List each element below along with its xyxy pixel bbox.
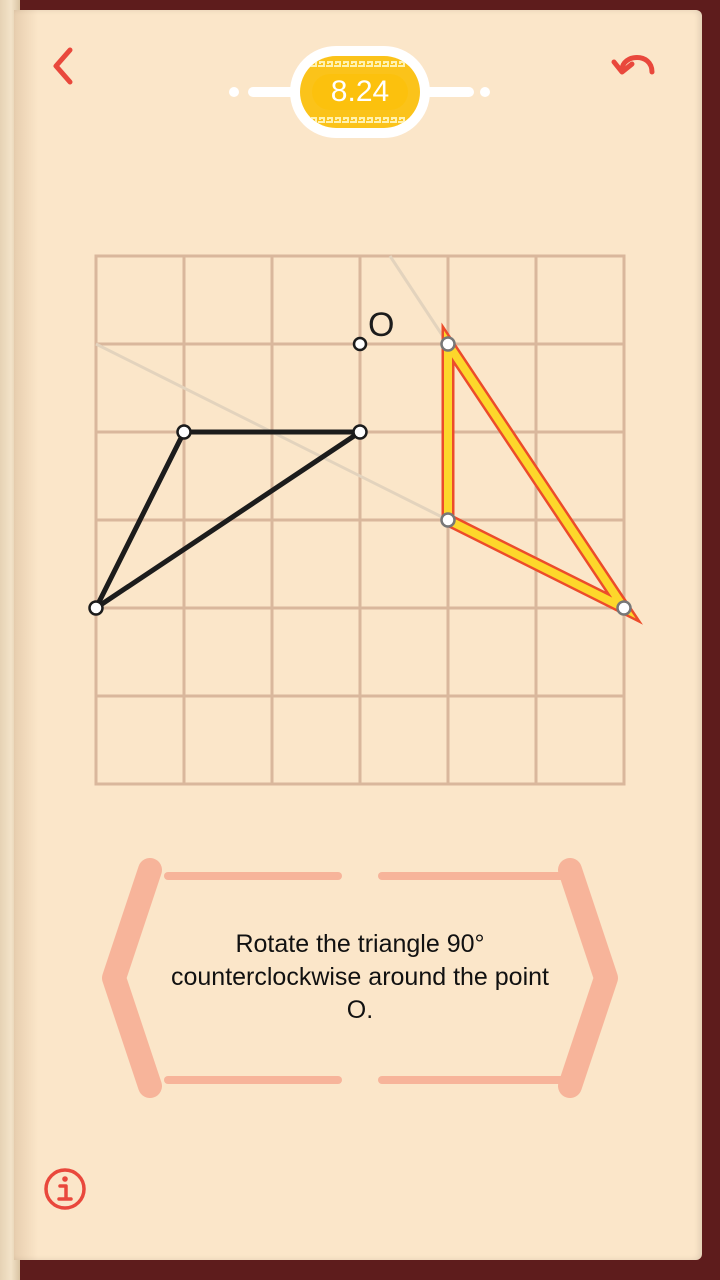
vertex-handle[interactable] <box>440 512 456 528</box>
level-badge-core <box>312 74 408 110</box>
chevron-left-icon <box>53 47 73 85</box>
level-dot-left <box>229 87 239 97</box>
instruction-panel <box>100 856 620 1100</box>
original-edge-diagonal <box>93 429 363 611</box>
vertex-handles[interactable] <box>88 336 632 616</box>
level-indicator: 8.24 <box>226 44 496 140</box>
rotation-center-point <box>352 336 368 352</box>
level-dot-right <box>480 87 490 97</box>
grid <box>94 254 626 786</box>
info-icon <box>44 1168 86 1210</box>
level-badge-plate: 8.24 <box>300 56 420 128</box>
original-triangle[interactable] <box>93 429 363 611</box>
vertex-handle[interactable] <box>352 424 368 440</box>
rotated-triangle-fill <box>444 330 636 619</box>
info-button[interactable] <box>42 1166 88 1212</box>
level-line-right <box>402 87 474 97</box>
vertex-handle[interactable] <box>88 600 104 616</box>
vertex-handle[interactable] <box>616 600 632 616</box>
instruction-frame <box>102 858 618 1098</box>
vertex-handle[interactable] <box>176 424 192 440</box>
level-label: 8.24 <box>330 75 390 108</box>
instruction-text: Rotate the triangle 90° counterclockwise… <box>170 930 549 1024</box>
undo-icon <box>611 55 655 75</box>
guide-line-top <box>388 255 450 345</box>
rotation-center-label: O <box>368 306 394 344</box>
undo-button[interactable] <box>608 44 660 88</box>
rotated-triangle[interactable] <box>441 322 643 625</box>
page-fold-shadow <box>14 10 38 1260</box>
back-button[interactable] <box>44 44 88 88</box>
vertex-handle[interactable] <box>440 336 456 352</box>
original-edge-left <box>93 429 187 611</box>
greek-key-pattern-icon <box>310 61 405 123</box>
level-badge: 8.24 <box>290 46 430 138</box>
level-line-left <box>248 87 320 97</box>
